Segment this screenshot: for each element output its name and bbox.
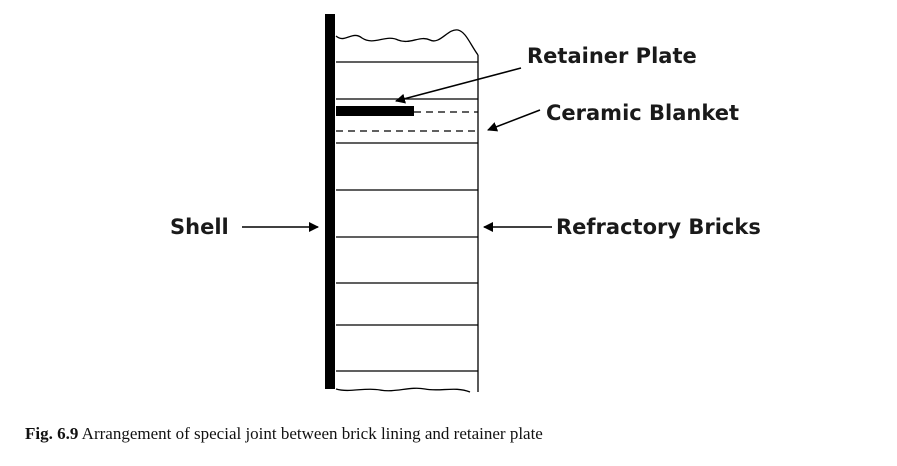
figure-caption-text: Arrangement of special joint between bri…	[81, 424, 543, 443]
shell-wall	[325, 14, 335, 389]
retainer-plate-label: Retainer Plate	[527, 44, 697, 68]
lining-bottom-break	[335, 387, 471, 393]
ceramic-blanket-label: Ceramic Blanket	[546, 101, 739, 125]
shell-label: Shell	[170, 215, 229, 239]
ceramic-blanket-lines	[336, 111, 478, 132]
joint-diagram: Retainer Plate Ceramic Blanket Shell Ref…	[170, 14, 761, 393]
retainer-plate-arrow	[395, 67, 522, 104]
figure-caption: Fig. 6.9 Arrangement of special joint be…	[25, 424, 885, 444]
refractory-bricks-label: Refractory Bricks	[556, 215, 761, 239]
figure-number: Fig. 6.9	[25, 424, 79, 443]
brick-joints	[336, 61, 478, 372]
lining-top-break	[335, 29, 479, 56]
ceramic-blanket-arrow	[487, 109, 541, 132]
retainer-plate	[336, 106, 414, 116]
